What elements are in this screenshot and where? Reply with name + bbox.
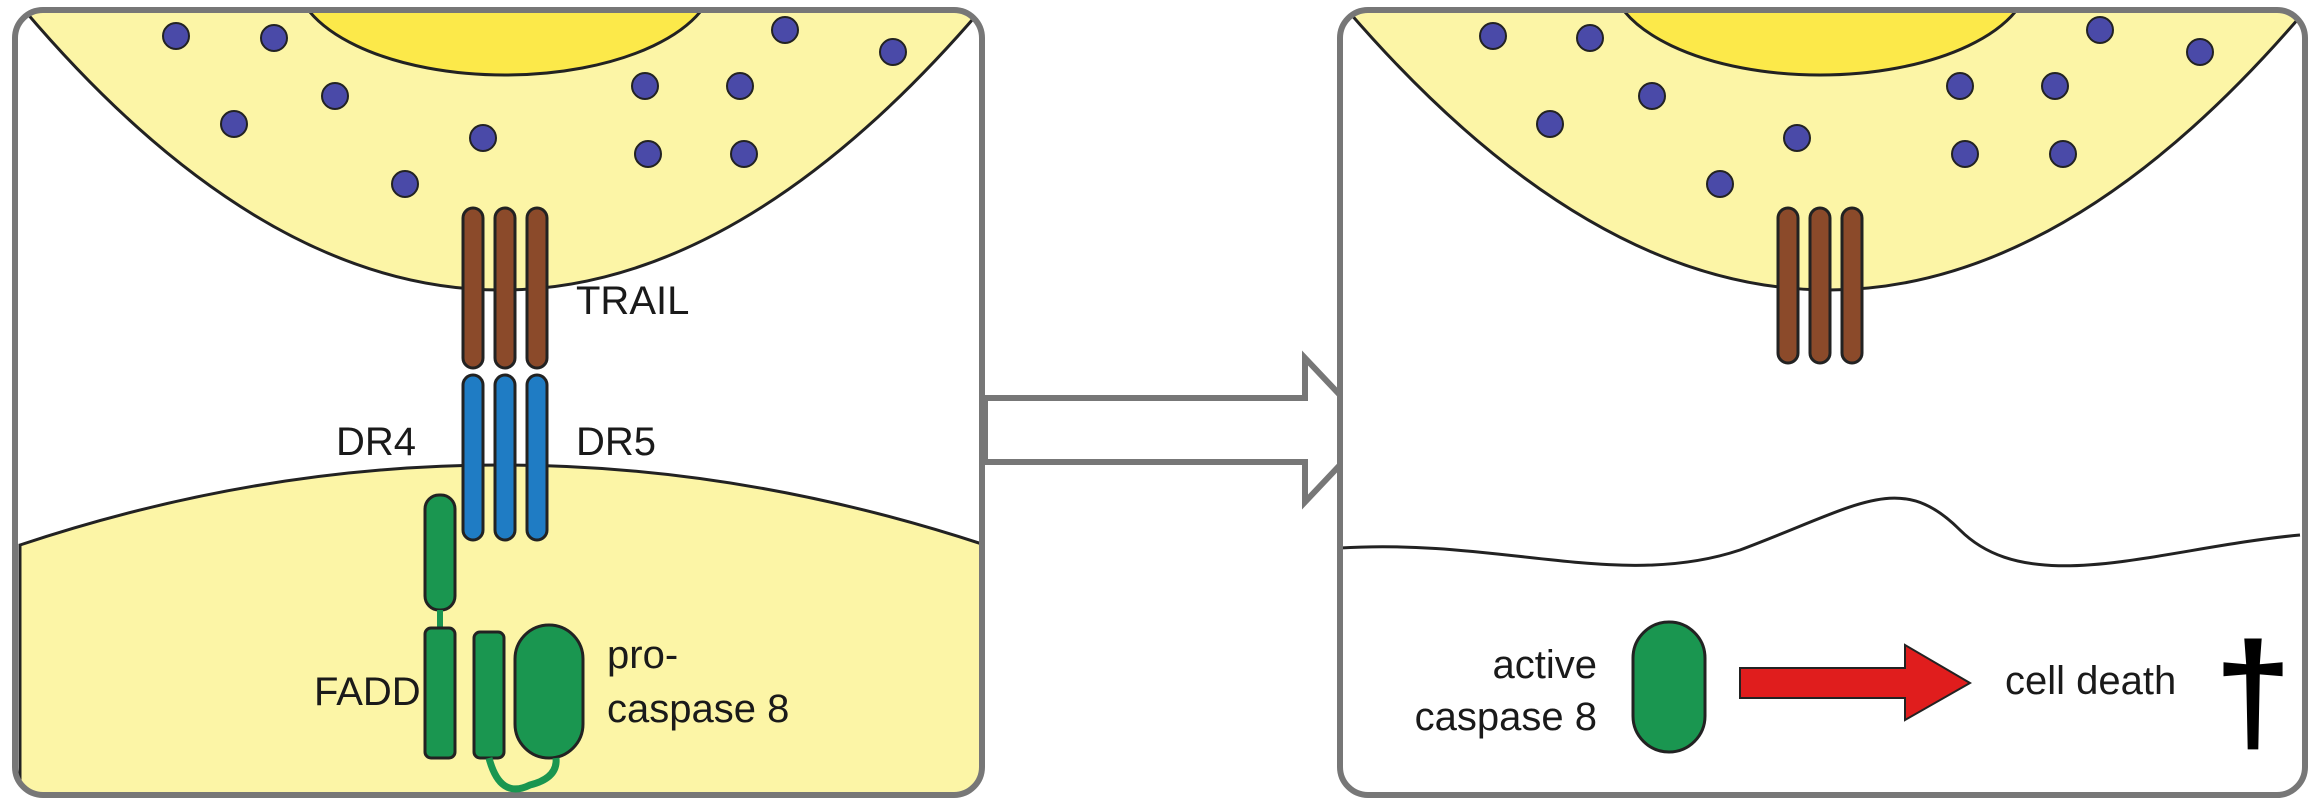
red-arrow xyxy=(1739,643,1973,722)
dr4-label: DR4 xyxy=(336,420,416,464)
granule-dot xyxy=(321,82,349,110)
granule-dot xyxy=(631,72,659,100)
granule-dot xyxy=(162,22,190,50)
granule-dot xyxy=(2186,38,2214,66)
granule-dot xyxy=(220,110,248,138)
granule-dot xyxy=(771,16,799,44)
dying-cell-membrane xyxy=(1340,496,2301,568)
granules-left xyxy=(162,16,907,198)
trail-label: TRAIL xyxy=(576,279,689,323)
cross-icon: † xyxy=(2214,613,2292,770)
granule-dot xyxy=(1479,22,1507,50)
trail-ligand xyxy=(461,206,549,370)
granule-dot xyxy=(730,140,758,168)
dr5-label: DR5 xyxy=(576,420,656,464)
active-caspase-label-line2: caspase 8 xyxy=(1415,695,1597,739)
granule-dot xyxy=(391,170,419,198)
granule-dot xyxy=(2086,16,2114,44)
granule-dot xyxy=(1576,24,1604,52)
right-panel: active caspase 8 cell death † xyxy=(1337,7,2308,798)
fadd-label: FADD xyxy=(314,670,421,714)
granule-dot xyxy=(2049,140,2077,168)
left-panel: TRAIL DR4 DR5 FADD pro- caspase 8 xyxy=(12,7,985,798)
death-receptors xyxy=(461,373,549,542)
granule-dot xyxy=(1783,124,1811,152)
granule-dot xyxy=(260,24,288,52)
procaspase-label-line1: pro- xyxy=(607,633,678,677)
transition-arrow xyxy=(982,350,1378,510)
right-panel-border xyxy=(1337,7,2308,798)
immune-cell-nucleus xyxy=(293,10,717,77)
fadd-adaptor xyxy=(423,493,457,760)
active-caspase-label-line1: active xyxy=(1493,643,1598,687)
granule-dot xyxy=(634,140,662,168)
granule-dot xyxy=(1536,110,1564,138)
immune-cell-nucleus-right xyxy=(1608,10,2032,77)
trail-ligand-right xyxy=(1776,206,1864,365)
granule-dot xyxy=(1638,82,1666,110)
granule-dot xyxy=(1946,72,1974,100)
granule-dot xyxy=(726,72,754,100)
granule-dot xyxy=(879,38,907,66)
active-caspase-8 xyxy=(1631,620,1707,754)
procaspase-8 xyxy=(472,623,585,793)
procaspase-label-line2: caspase 8 xyxy=(607,687,789,731)
granules-right xyxy=(1479,16,2214,198)
granule-dot xyxy=(469,124,497,152)
cell-death-label: cell death xyxy=(2005,659,2176,703)
granule-dot xyxy=(1706,170,1734,198)
granule-dot xyxy=(2041,72,2069,100)
granule-dot xyxy=(1951,140,1979,168)
